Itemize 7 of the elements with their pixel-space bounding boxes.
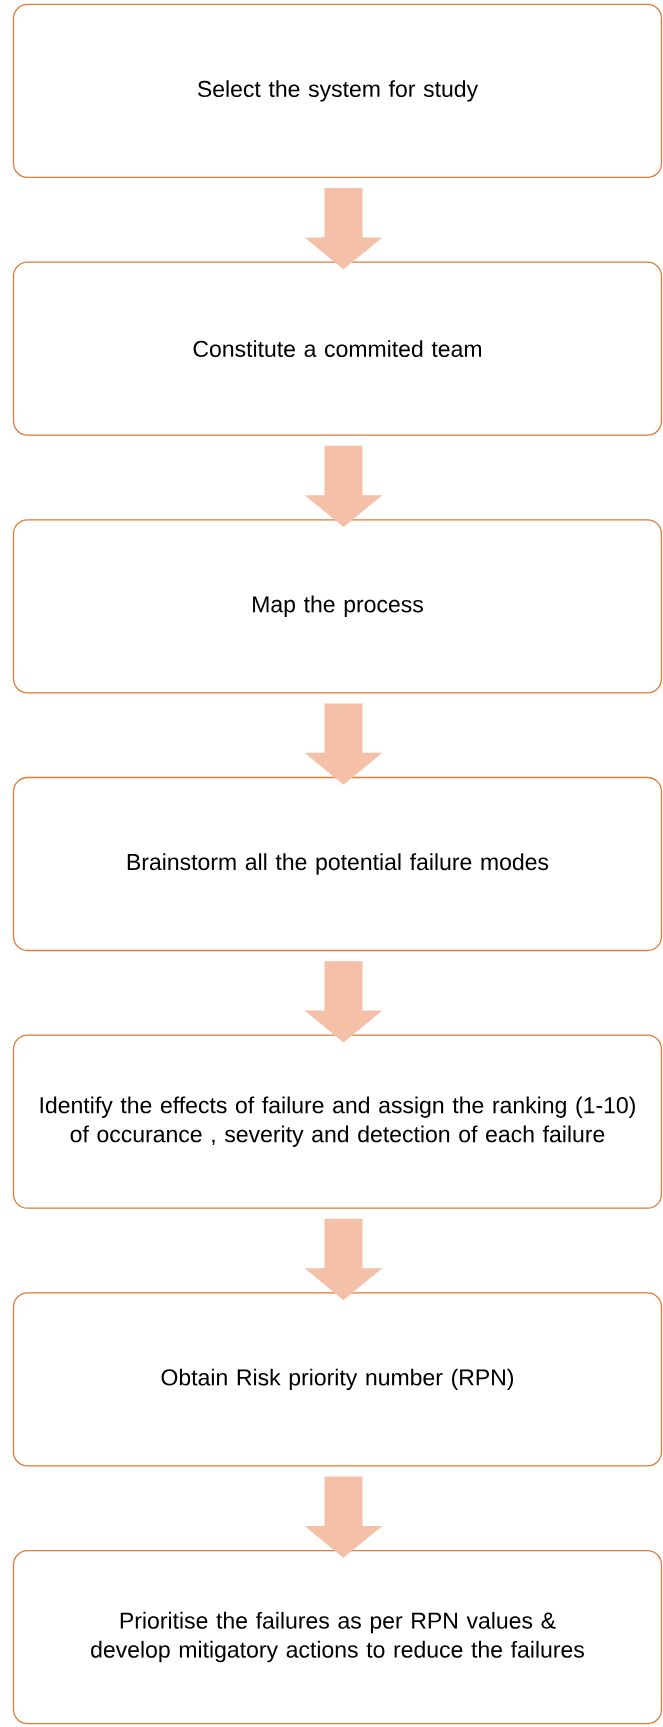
process-box: Constitute a commited team — [12, 261, 663, 436]
process-box: Brainstorm all the potential failure modes — [12, 776, 663, 952]
process-box: Prioritise the failures as per RPN values & develop mitigatory actions to reduce the failures — [12, 1549, 663, 1725]
process-box: Select the system for study — [12, 3, 663, 179]
process-box: Obtain Risk priority number (RPN) — [12, 1292, 663, 1467]
process-box: Identify the effects of failure and assign the ranking (1-10) of occurance , severity and detection of each failure — [12, 1034, 663, 1209]
process-box: Map the process — [12, 519, 663, 694]
